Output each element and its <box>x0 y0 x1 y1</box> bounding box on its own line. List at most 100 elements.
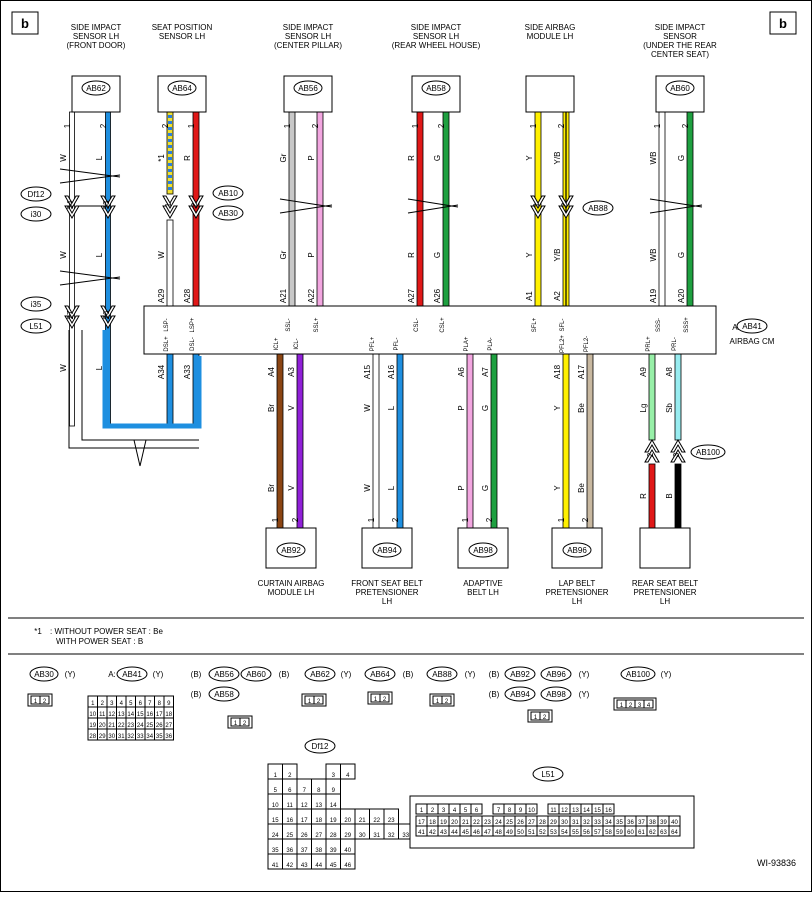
wire-top-lower-color: G <box>433 252 442 258</box>
ref-ab56-suffix: (B) <box>279 670 290 679</box>
twist-ab60-b <box>649 204 703 214</box>
wire-top-6 <box>416 111 424 307</box>
ref-df12-grid-pin: 44 <box>315 863 322 869</box>
top-component-title: SIDE IMPACT <box>411 23 462 32</box>
wire-top-color-code: G <box>433 155 442 161</box>
bottom-component-title: CURTAIN AIRBAG <box>258 579 325 588</box>
wire-top-terminal: A26 <box>433 288 442 303</box>
bottom-component-connector-label: AB94 <box>377 546 397 555</box>
ref-l51-grid-top-pin: 7 <box>497 808 501 814</box>
ref-ab56-shape-pin-cell <box>239 717 250 727</box>
ref-l51-grid-bottom-pin: 63 <box>660 830 667 836</box>
ref-ab92-shape-pin: 2 <box>543 715 547 721</box>
ref-ab41-grid-pin: 11 <box>99 712 106 718</box>
ref-ab41-grid-pin: 35 <box>156 734 163 740</box>
ref-l51-grid-bottom-pin: 47 <box>484 830 491 836</box>
ref-ab92-oval <box>504 666 536 682</box>
ref-ab41-grid-pin: 19 <box>89 723 96 729</box>
ref-ab58-label: AB58 <box>214 690 234 699</box>
top-component-title: SIDE IMPACT <box>71 23 122 32</box>
wire-top-pin: 1 <box>653 123 662 128</box>
ref-l51-grid-bottom-pin: 39 <box>660 820 667 826</box>
ref-ab94-oval <box>504 686 536 702</box>
connector-ab100-label: AB100 <box>696 448 721 457</box>
wire-bottom-color-lower: L <box>387 485 396 490</box>
ref-ab41-grid-pin: 16 <box>146 712 153 718</box>
ref-df12-grid-pin: 3 <box>332 773 336 779</box>
ref-ab58-oval <box>208 686 240 702</box>
wire-bottom-1 <box>296 353 304 529</box>
ref-df12-grid-pin: 26 <box>301 833 308 839</box>
wire-top-color-code: R <box>183 155 192 161</box>
bottom-component-title: LH <box>382 597 392 606</box>
top-component-title: SENSOR LH <box>413 32 459 41</box>
wire-bottom-terminal: A15 <box>363 364 372 379</box>
ref-l51-grid-bottom-pin: 26 <box>517 820 524 826</box>
chev-i35-1-lower <box>64 315 80 329</box>
ref-df12-grid-pin: 22 <box>373 818 380 824</box>
ref-ab41-grid-pin: 7 <box>148 701 152 707</box>
ref-l51-label: L51 <box>541 770 555 779</box>
wire-bottom-4 <box>466 353 474 529</box>
chev-i35-1-pin: 27 <box>66 310 75 319</box>
ref-ab30-shape-pin-cell <box>39 695 50 705</box>
twist-ab62-lower-b <box>59 276 121 286</box>
airbag-cm-connector-oval <box>736 318 768 334</box>
ref-l51-grid-bottom-pin: 37 <box>638 820 645 826</box>
ref-l51-grid-top-pin: 2 <box>431 808 435 814</box>
ref-ab92-shape-pin-cell <box>539 711 550 721</box>
wire-top-lower-color: P <box>307 252 316 257</box>
wire-top-terminal: A21 <box>279 288 288 303</box>
ref-l51-grid-bottom-pin: 21 <box>462 820 469 826</box>
wire-top-lower-color: Y/B <box>553 249 562 262</box>
ref-ab41-grid-pin: 32 <box>127 734 134 740</box>
wire-bottom-signal: PFL2- <box>584 336 590 352</box>
ref-ab88-shape-pin: 2 <box>445 699 449 705</box>
ref-ab98-oval <box>540 686 572 702</box>
wire-top-seg-lower <box>166 219 174 307</box>
wire-top-7-body <box>442 111 450 307</box>
ref-df12-grid-pin: 31 <box>373 833 380 839</box>
bottom-component-box <box>639 527 691 569</box>
ref-ab30-oval <box>29 666 59 682</box>
ref-ab56-oval <box>208 666 240 682</box>
twist-ab58-a <box>407 198 459 208</box>
bottom-component-title: LH <box>572 597 582 606</box>
wire-bottom-pin: 1 <box>461 517 470 522</box>
ref-df12-grid-pin: 19 <box>330 818 337 824</box>
ref-ab94-prefix: (B) <box>489 690 500 699</box>
wire-bottom-6 <box>562 353 570 529</box>
wire-bottom-color-lower: Br <box>267 484 276 492</box>
wire-bottom-terminal: A4 <box>267 367 276 377</box>
ref-l51-grid-bottom-pin: 49 <box>506 830 513 836</box>
ref-ab41-grid-pin: 28 <box>89 734 96 740</box>
wire-bottom-color: W <box>363 404 372 412</box>
bottom-component-title: LAP BELT <box>559 579 596 588</box>
connector-l51-label: L51 <box>29 322 43 331</box>
wire-top-dot <box>168 169 172 172</box>
bottom-component-connector-oval <box>372 542 402 558</box>
ref-df12-grid-pin: 13 <box>315 803 322 809</box>
ref-ab41-grid-pin: 34 <box>146 734 153 740</box>
bottom-component-connector-label: AB92 <box>281 546 301 555</box>
bottom-component-connector-label: AB96 <box>567 546 587 555</box>
top-component-connector-label: AB62 <box>86 84 106 93</box>
wire-top-4 <box>288 111 296 307</box>
wire-top-terminal: A1 <box>525 291 534 301</box>
ref-ab62-shape-pin: 2 <box>317 699 321 705</box>
chev-ab100-1 <box>644 449 660 463</box>
top-component-connector-label: AB56 <box>298 84 318 93</box>
ref-l51-grid-bottom-pin: 29 <box>550 820 557 826</box>
wire-bottom-signal: ICL- <box>294 338 300 349</box>
ref-ab41-prefix: A: <box>108 670 116 679</box>
wire-bottom-pin: 1 <box>271 517 280 522</box>
ref-l51-grid-top-pin: 12 <box>561 808 568 814</box>
wire-bottom-signal: PFL- <box>394 337 400 350</box>
connector-df12-label: Df12 <box>28 190 45 199</box>
